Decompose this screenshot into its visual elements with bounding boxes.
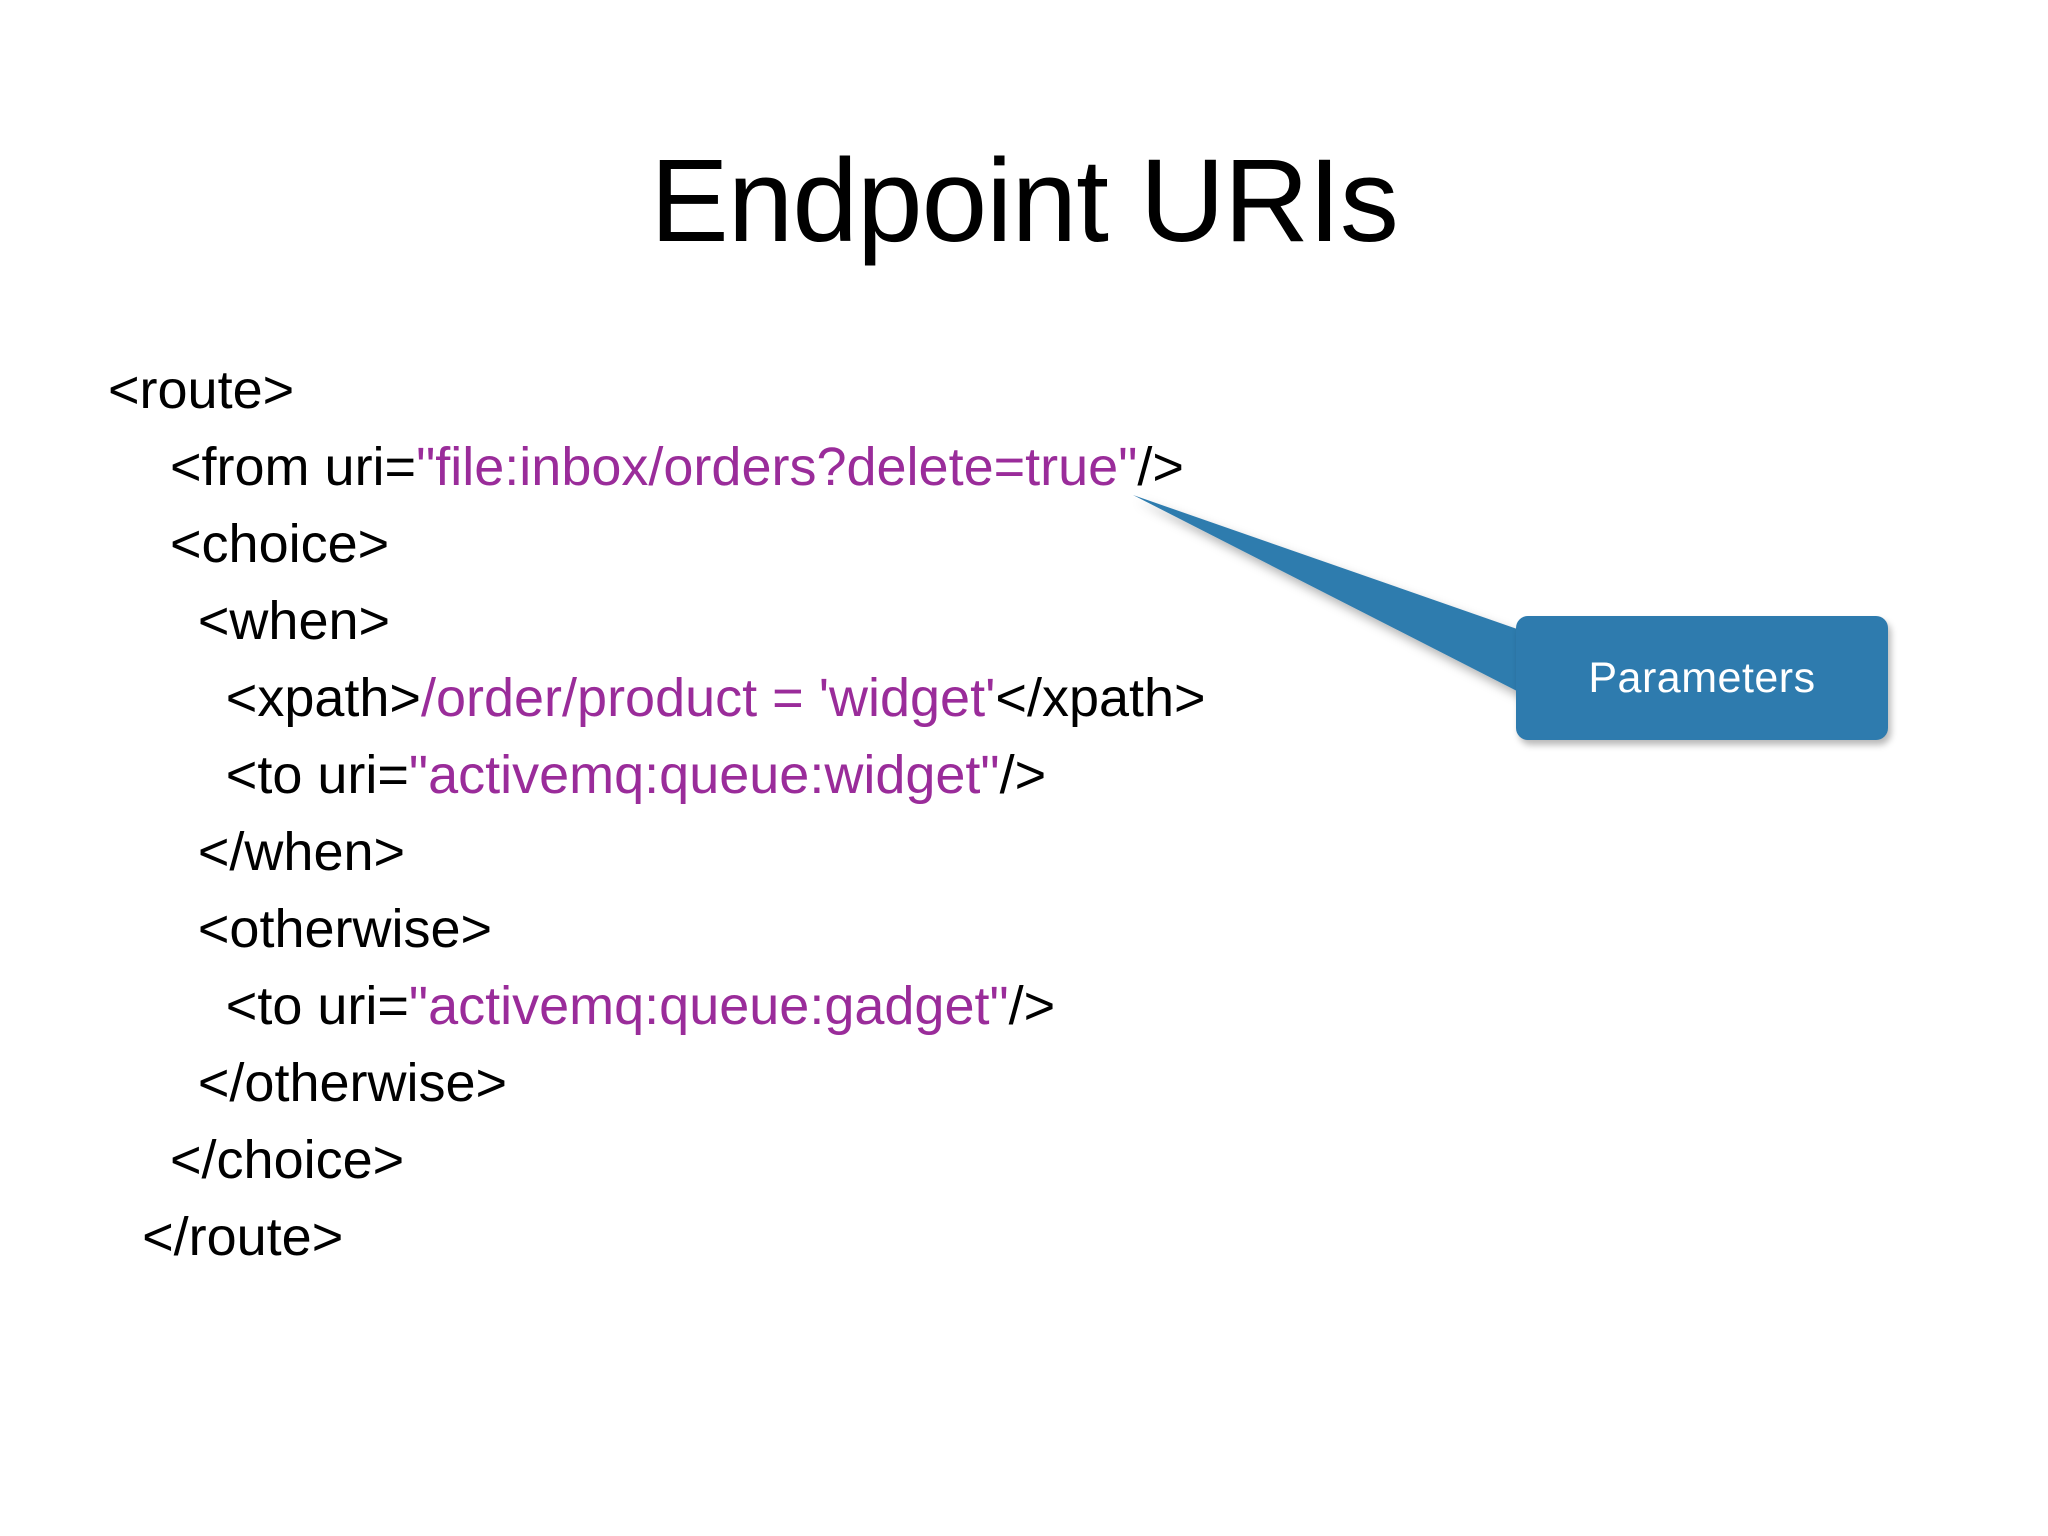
code-token-value: "activemq:queue:widget" xyxy=(408,745,1000,805)
code-token-tag: <otherwise> xyxy=(197,899,493,959)
code-token-tag: /> xyxy=(1137,437,1184,497)
code-token-tag: </otherwise> xyxy=(197,1053,508,1113)
parameters-callout: Parameters xyxy=(1516,616,1888,740)
code-line: </when> xyxy=(108,814,1206,891)
code-token-tag: <from uri= xyxy=(170,437,417,497)
code-token-tag: </choice> xyxy=(170,1130,405,1190)
code-token-tag: <choice> xyxy=(170,514,390,574)
code-line: <when> xyxy=(108,583,1206,660)
code-token-tag: <to uri= xyxy=(225,745,409,805)
code-line: <from uri="file:inbox/orders?delete=true… xyxy=(108,429,1206,506)
code-token-tag: <xpath> xyxy=(225,668,421,728)
code-token-value: "activemq:queue:gadget" xyxy=(408,976,1009,1036)
code-line: </choice> xyxy=(108,1122,1206,1199)
code-token-tag: </xpath> xyxy=(995,668,1206,728)
code-token-tag: </route> xyxy=(142,1207,344,1267)
code-token-tag: /> xyxy=(1008,976,1056,1036)
code-line: <to uri="activemq:queue:gadget"/> xyxy=(108,968,1206,1045)
code-token-tag: </when> xyxy=(197,822,406,882)
xml-code-listing: <route> <from uri="file:inbox/orders?dele… xyxy=(108,352,1206,1276)
code-line: <otherwise> xyxy=(108,891,1206,968)
code-token-tag: <route> xyxy=(108,360,295,420)
code-line: <choice> xyxy=(108,506,1206,583)
code-token-value: /order/product = 'widget' xyxy=(420,668,996,728)
code-line: <route> xyxy=(108,352,1206,429)
code-token-tag: <when> xyxy=(197,591,391,651)
code-token-tag: <to uri= xyxy=(225,976,409,1036)
code-line: <to uri="activemq:queue:widget"/> xyxy=(108,737,1206,814)
code-line: </route> xyxy=(108,1199,1206,1276)
code-token-value: "file:inbox/orders?delete=true" xyxy=(416,437,1138,497)
code-line: <xpath>/order/product = 'widget'</xpath> xyxy=(108,660,1206,737)
page-title: Endpoint URIs xyxy=(650,135,1399,267)
code-line: </otherwise> xyxy=(108,1045,1206,1122)
code-token-tag: /> xyxy=(999,745,1047,805)
parameters-callout-label: Parameters xyxy=(1588,653,1816,702)
